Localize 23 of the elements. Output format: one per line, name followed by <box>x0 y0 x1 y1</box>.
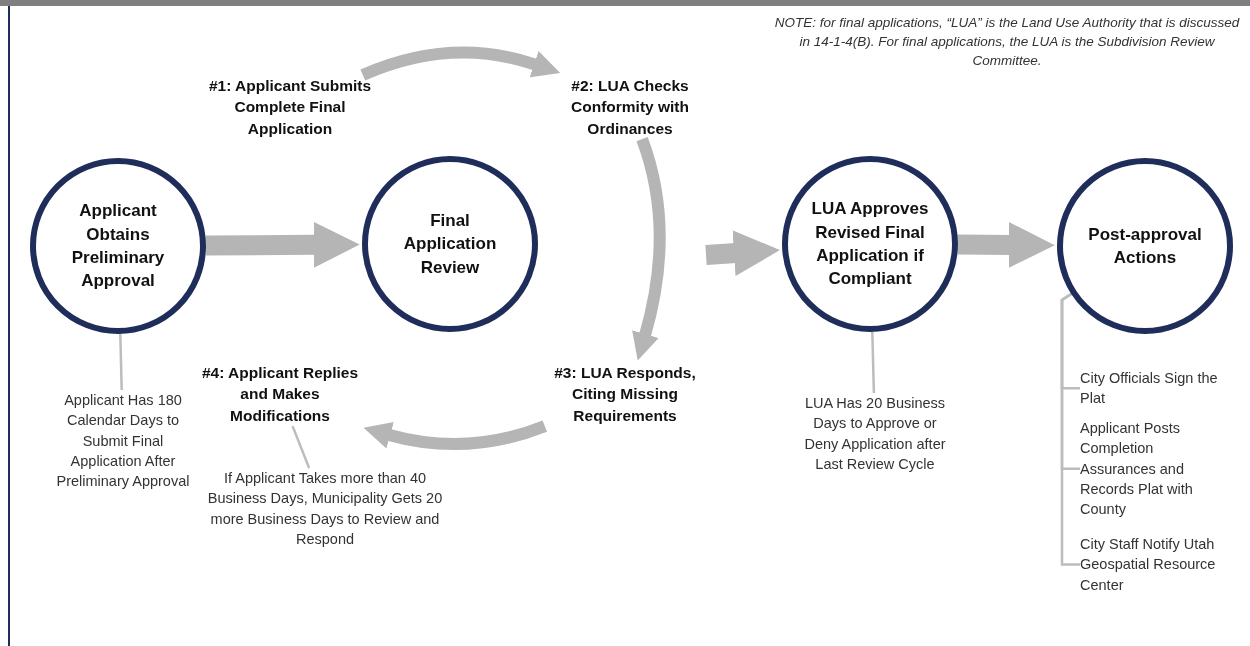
note-text: NOTE: for final applications, “LUA” is the Land Use Authority that is discussed in 14-1-4(B). For final applications, the LUA is the Subdivision Review Committee. <box>773 14 1241 70</box>
action-text: Applicant Posts Completion Assurances and Records Plat with County <box>1080 418 1230 520</box>
stage-circle: Final Application Review <box>362 156 538 332</box>
action-text: City Staff Notify Utah Geospatial Resource Center <box>1080 534 1230 595</box>
stage-circle: Applicant Obtains Preliminary Approval <box>30 158 206 334</box>
note-text: If Applicant Takes more than 40 Business Days, Municipality Gets 20 more Business Days to Review and Respond <box>200 468 450 550</box>
action-text: City Officials Sign the Plat <box>1080 368 1230 409</box>
arrow <box>363 420 547 451</box>
step-label: #1: Applicant Submits Complete Final Application <box>200 75 380 140</box>
leader-line <box>871 331 876 394</box>
step-label: #2: LUA Checks Conformity with Ordinances <box>545 75 715 140</box>
arrow <box>205 221 360 268</box>
stage-circle: Post-approval Actions <box>1057 158 1233 334</box>
arrow <box>632 137 666 361</box>
leader-line <box>1060 292 1080 566</box>
arrow <box>957 222 1055 268</box>
step-label: #3: LUA Responds, Citing Missing Requirements <box>538 362 712 427</box>
note-text: LUA Has 20 Business Days to Approve or Deny Application after Last Review Cycle <box>795 393 955 475</box>
arrow <box>360 46 561 81</box>
leader-line <box>291 425 311 469</box>
arrow <box>705 230 780 277</box>
stage-circle: LUA Approves Revised Final Application if Compliant <box>782 156 958 332</box>
leader-line <box>119 333 123 391</box>
